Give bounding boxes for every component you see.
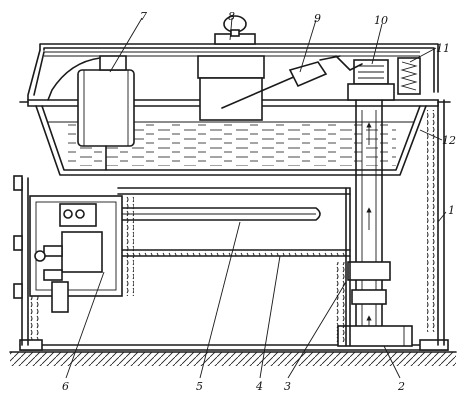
spring-11 [397,57,421,95]
heating-element-5 [100,207,321,221]
label-10: 10 [374,14,388,27]
label-8: 8 [228,10,235,23]
float-chamber-7 [47,55,135,171]
control-box-6 [13,175,134,313]
label-9: 9 [314,12,321,25]
steam-hood-8 [197,55,265,121]
outer-housing [19,99,449,351]
label-12: 12 [442,134,456,147]
label-5: 5 [196,380,203,393]
valve-10 [335,55,395,101]
lever-9 [221,55,341,109]
base-boss-2 [337,325,413,347]
label-4: 4 [255,380,263,393]
label-6: 6 [62,380,69,393]
label-11: 11 [436,42,450,55]
label-7: 7 [140,10,147,23]
leader-lines [65,17,447,379]
heating-chamber-4 [117,187,351,346]
ground-base [9,351,457,366]
side-insulation-coils [427,110,437,332]
label-1: 1 [448,204,455,217]
label-3: 3 [284,380,291,393]
label-2: 2 [397,380,405,393]
riser-pipe [347,99,391,346]
